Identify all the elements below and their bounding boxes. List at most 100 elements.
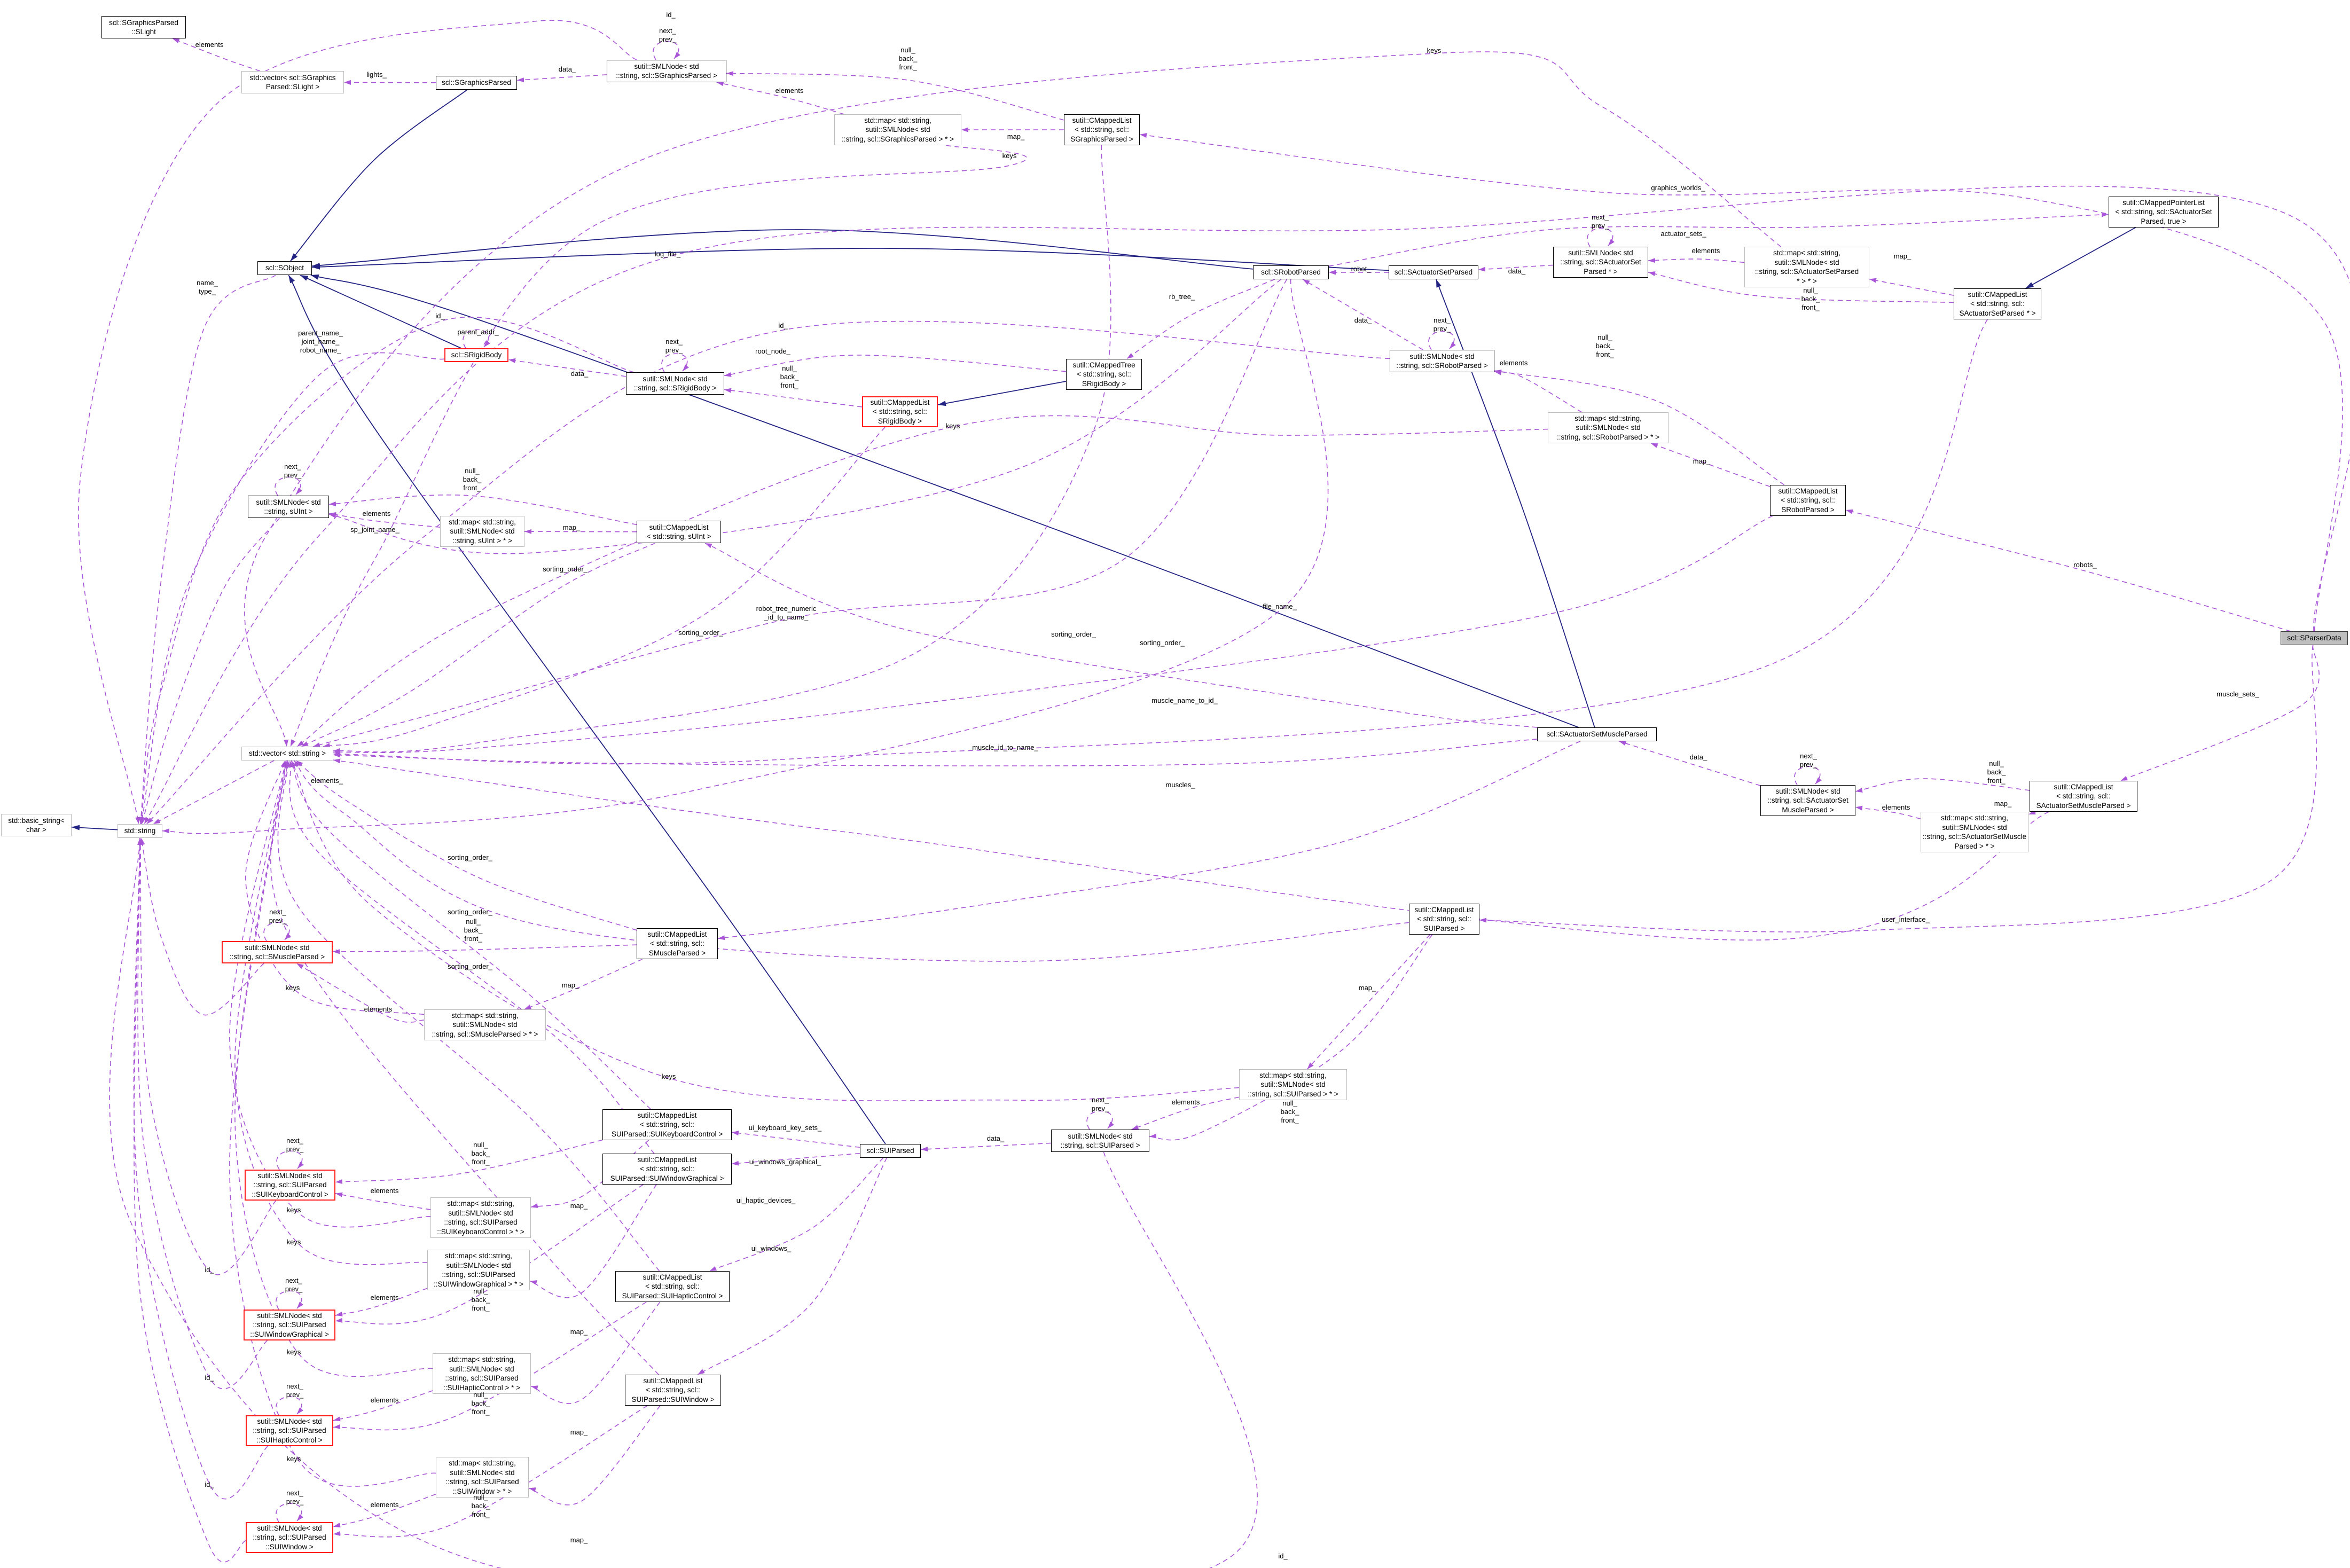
class-node-srobot[interactable]: scl::SRobotParsed xyxy=(1253,265,1329,279)
usage-edge xyxy=(920,1142,1052,1152)
usage-edge xyxy=(229,760,436,1487)
self-loop-edge xyxy=(653,41,680,60)
class-node-smlnode_graphics[interactable]: sutil::SMLNode< std ::string, scl::SGrap… xyxy=(607,60,726,82)
usage-edge xyxy=(1855,778,2030,793)
class-node-map_actmuscle[interactable]: std::map< std::string, sutil::SMLNode< s… xyxy=(1921,812,2028,852)
class-node-cml_haptic[interactable]: sutil::CMappedList < std::string, scl:: … xyxy=(615,1271,730,1302)
class-node-cml_actsetptr[interactable]: sutil::CMappedList < std::string, scl:: … xyxy=(1954,288,2041,319)
class-node-smlnode_window[interactable]: sutil::SMLNode< std ::string, scl::SUIPa… xyxy=(246,1522,333,1553)
usage-edge xyxy=(140,837,264,1016)
class-node-map_muscle[interactable]: std::map< std::string, sutil::SMLNode< s… xyxy=(424,1009,546,1040)
usage-edge xyxy=(323,427,886,748)
class-node-smlnode_wg[interactable]: sutil::SMLNode< std ::string, scl::SUIPa… xyxy=(244,1310,335,1340)
inheritance-edge xyxy=(310,275,1579,728)
class-node-smlnode_haptic[interactable]: sutil::SMLNode< std ::string, scl::SUIPa… xyxy=(246,1415,333,1446)
self-loop-edge xyxy=(276,1290,303,1310)
class-node-cml_actmuscle[interactable]: sutil::CMappedList < std::string, scl:: … xyxy=(2030,781,2137,812)
usage-edge xyxy=(724,388,863,407)
class-node-map_robot[interactable]: std::map< std::string, sutil::SMLNode< s… xyxy=(1548,412,1668,443)
class-node-stdstring[interactable]: std::string xyxy=(118,824,162,838)
class-node-cml_robot[interactable]: sutil::CMappedList < std::string, scl:: … xyxy=(1770,485,1846,516)
usage-edge xyxy=(1648,271,1954,303)
class-node-cml_uint[interactable]: sutil::CMappedList < std::string, sUInt … xyxy=(637,521,721,543)
usage-edge xyxy=(270,760,659,1375)
inheritance-edge xyxy=(288,275,886,1144)
class-node-cml_muscle[interactable]: sutil::CMappedList < std::string, scl:: … xyxy=(637,928,718,959)
usage-edge xyxy=(333,515,1773,755)
self-loop-edge xyxy=(276,1396,303,1416)
usage-edge xyxy=(524,959,643,1010)
inheritance-edge xyxy=(1436,279,1595,728)
class-node-smlnode_muscle[interactable]: sutil::SMLNode< std ::string, scl::SMusc… xyxy=(222,941,333,963)
inheritance-edge xyxy=(311,248,1389,271)
usage-edge xyxy=(524,529,637,534)
class-node-sgraphics[interactable]: scl::SGraphicsParsed xyxy=(436,76,517,90)
class-node-smlnode_uint[interactable]: sutil::SMLNode< std ::string, sUInt > xyxy=(248,496,329,518)
usage-edge xyxy=(333,739,1538,766)
usage-edge xyxy=(716,81,844,115)
class-node-smlnode_ui[interactable]: sutil::SMLNode< std ::string, scl::SUIPa… xyxy=(1051,1130,1149,1152)
usage-edge xyxy=(697,1157,888,1375)
usage-edge xyxy=(333,1493,436,1528)
usage-edge xyxy=(1139,133,2343,632)
class-node-map_ui[interactable]: std::map< std::string, sutil::SMLNode< s… xyxy=(1239,1069,1347,1100)
usage-edge xyxy=(134,837,246,1563)
class-node-map_actset[interactable]: std::map< std::string, sutil::SMLNode< s… xyxy=(1744,247,1869,287)
inheritance-edge xyxy=(290,89,468,262)
class-node-cml_graphics[interactable]: sutil::CMappedList < std::string, scl:: … xyxy=(1064,114,1140,145)
usage-edge xyxy=(1302,279,1423,350)
usage-edge xyxy=(162,279,1329,834)
class-node-cml_rigid[interactable]: sutil::CMappedList < std::string, scl:: … xyxy=(862,396,938,427)
class-node-suiparsed[interactable]: scl::SUIParsed xyxy=(860,1144,921,1158)
class-node-sactmuscle[interactable]: scl::SActuatorSetMuscleParsed xyxy=(1537,727,1657,741)
class-node-basicstring[interactable]: std::basic_string< char > xyxy=(1,814,72,836)
self-loop-edge xyxy=(1794,766,1822,786)
class-node-srigidbody[interactable]: scl::SRigidBody xyxy=(444,348,508,362)
class-node-cml_wg[interactable]: sutil::CMappedList < std::string, scl:: … xyxy=(602,1154,732,1185)
class-node-cmt_rigid[interactable]: sutil::CMappedTree < std::string, scl:: … xyxy=(1066,359,1142,390)
usage-edge xyxy=(731,1153,860,1166)
class-node-map_window[interactable]: std::map< std::string, sutil::SMLNode< s… xyxy=(436,1457,529,1498)
self-loop-edge xyxy=(1086,1110,1114,1130)
usage-edge xyxy=(296,415,1548,747)
usage-edge xyxy=(172,38,261,72)
usage-edge xyxy=(144,185,2350,825)
usage-edge xyxy=(1494,370,1583,413)
class-node-map_wg[interactable]: std::map< std::string, sutil::SMLNode< s… xyxy=(427,1250,530,1290)
self-loop-edge xyxy=(661,353,689,373)
class-node-sparserdata[interactable]: scl::SParserData xyxy=(2281,631,2348,645)
inheritance-edge xyxy=(2025,227,2136,289)
class-node-cmpl_actset[interactable]: sutil::CMappedPointerList < std::string,… xyxy=(2109,197,2219,228)
class-node-smlnode_rigid[interactable]: sutil::SMLNode< std ::string, scl::SRigi… xyxy=(626,372,724,395)
usage-edge xyxy=(1149,934,1433,1141)
class-node-smlnode_actmuscle[interactable]: sutil::SMLNode< std ::string, scl::SActu… xyxy=(1760,785,1855,816)
usage-edge xyxy=(1306,934,1431,1070)
class-node-cml_ui[interactable]: sutil::CMappedList < std::string, scl:: … xyxy=(1409,904,1479,935)
class-node-slight[interactable]: scl::SGraphicsParsed ::SLight xyxy=(101,16,186,38)
class-node-cml_kbd[interactable]: sutil::CMappedList < std::string, scl:: … xyxy=(602,1109,732,1140)
class-node-sactset[interactable]: scl::SActuatorSetParsed xyxy=(1389,265,1478,279)
usage-edge xyxy=(335,1192,431,1210)
class-node-vec_string[interactable]: std::vector< std::string > xyxy=(241,747,333,761)
class-node-map_graphics[interactable]: std::map< std::string, sutil::SMLNode< s… xyxy=(834,114,961,145)
class-node-smlnode_actset[interactable]: sutil::SMLNode< std ::string, scl::SActu… xyxy=(1553,247,1648,278)
class-node-map_kbd[interactable]: std::map< std::string, sutil::SMLNode< s… xyxy=(430,1197,531,1238)
usage-edge xyxy=(289,760,655,1154)
usage-edge xyxy=(245,760,425,1015)
self-loop-edge xyxy=(463,329,490,349)
class-node-vec_slight[interactable]: std::vector< scl::SGraphics Parsed::SLig… xyxy=(241,71,344,93)
class-node-cml_window[interactable]: sutil::CMappedList < std::string, scl:: … xyxy=(625,1375,721,1406)
self-loop-edge xyxy=(276,1150,304,1170)
usage-edge xyxy=(328,494,637,526)
class-node-map_uint[interactable]: std::map< std::string, sutil::SMLNode< s… xyxy=(440,516,524,547)
usage-edge xyxy=(133,837,268,1500)
class-node-map_haptic[interactable]: std::map< std::string, sutil::SMLNode< s… xyxy=(433,1353,531,1394)
usage-edge xyxy=(333,1302,647,1431)
class-node-sobject[interactable]: scl::SObject xyxy=(257,261,312,275)
usage-edge xyxy=(335,1288,428,1316)
usage-edge xyxy=(717,741,1581,940)
class-node-smlnode_robot[interactable]: sutil::SMLNode< std ::string, scl::SRobo… xyxy=(1390,350,1494,372)
inheritance-edge xyxy=(300,275,461,349)
class-node-smlnode_kbd[interactable]: sutil::SMLNode< std ::string, scl::SUIPa… xyxy=(245,1170,335,1201)
self-loop-edge xyxy=(276,1503,303,1523)
